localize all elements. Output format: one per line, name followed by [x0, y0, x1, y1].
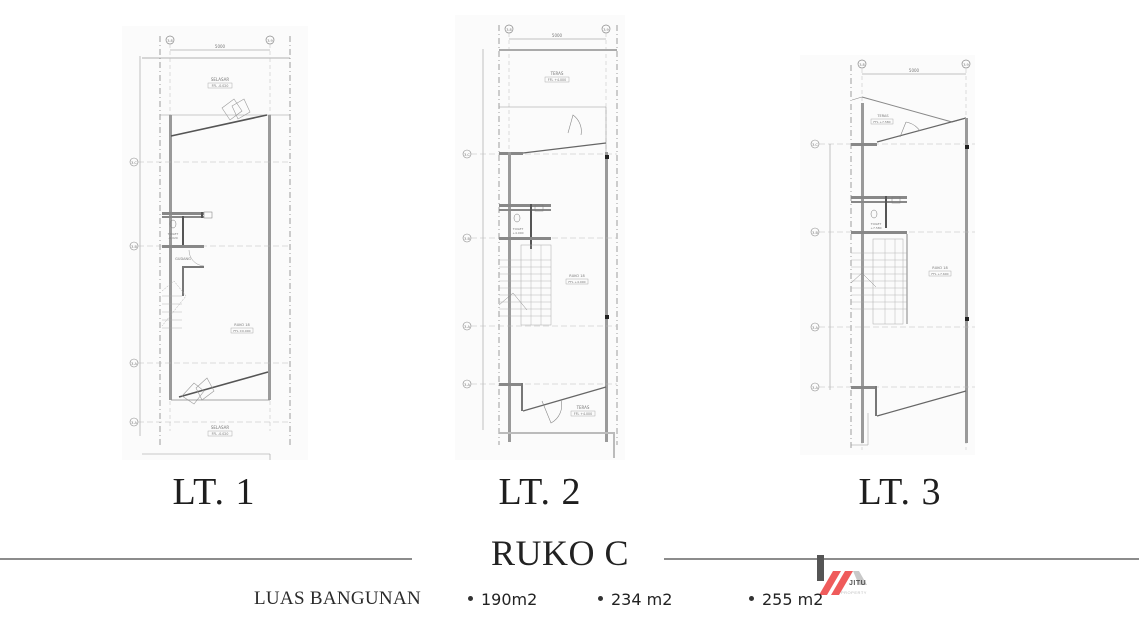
area-lt3: 255 m2 — [749, 590, 823, 609]
svg-text:3.C: 3.C — [812, 143, 818, 147]
floor-plan-lt1-drawing: 3.8 3.9 5000 SELASAR FFL -0.020 3.C — [129, 35, 291, 460]
floor-plan-lt2-drawing: 3.8 3.9 5000 TERAS FFL +4.000 3.C TOILET… — [462, 24, 618, 458]
svg-text:GUDANG: GUDANG — [175, 257, 191, 261]
svg-text:3.C: 3.C — [131, 161, 137, 165]
svg-text:3.A: 3.A — [464, 325, 470, 329]
bullet-icon — [598, 596, 603, 601]
divider-right — [664, 558, 1139, 560]
floor-plan-lt1: 3.8 3.9 5000 SELASAR FFL -0.020 3.C — [122, 26, 308, 460]
bullet-icon — [468, 596, 473, 601]
floor-label-lt2: LT. 2 — [498, 471, 582, 513]
floor-plan-lt3-drawing: 3.8 3.9 5000 TERAS FFL +7.580 3.C TOILET… — [810, 59, 975, 450]
svg-text:3.A: 3.A — [812, 386, 818, 390]
svg-text:FFL +4.000: FFL +4.000 — [548, 78, 566, 82]
page-title: RUKO C — [490, 533, 630, 573]
svg-text:3.C: 3.C — [464, 153, 470, 157]
svg-text:3.8: 3.8 — [506, 28, 512, 32]
area-lt2-value: 234 m2 — [611, 590, 673, 609]
logo-mark-icon — [817, 555, 867, 595]
svg-text:-0.020: -0.020 — [168, 236, 178, 240]
divider-left — [0, 558, 412, 560]
svg-text:5000: 5000 — [552, 33, 563, 38]
svg-text:FFL -0.020: FFL -0.020 — [212, 84, 229, 88]
svg-text:RUKO 18: RUKO 18 — [234, 323, 249, 327]
svg-text:3.A: 3.A — [464, 383, 470, 387]
svg-text:FFL -0.020: FFL -0.020 — [212, 432, 229, 436]
bullet-icon — [749, 596, 754, 601]
floor-label-lt1: LT. 1 — [172, 471, 256, 513]
svg-text:+4.000: +4.000 — [512, 231, 523, 235]
floor-plan-lt2: 3.8 3.9 5000 TERAS FFL +4.000 3.C TOILET… — [455, 15, 625, 460]
area-lt2: 234 m2 — [598, 590, 672, 609]
area-lt1-value: 190m2 — [481, 590, 538, 609]
svg-text:FFL +7.580: FFL +7.580 — [873, 120, 890, 124]
area-label: LUAS BANGUNAN — [254, 588, 421, 609]
svg-text:SELASAR: SELASAR — [211, 425, 229, 430]
svg-text:3.B: 3.B — [812, 231, 818, 235]
svg-text:TOILET: TOILET — [512, 227, 524, 231]
svg-text:RUKO 18: RUKO 18 — [932, 266, 947, 270]
svg-text:+7.580: +7.580 — [870, 226, 881, 230]
svg-text:FFL +4.000: FFL +4.000 — [568, 280, 585, 284]
svg-text:3.8: 3.8 — [859, 63, 865, 67]
svg-text:FFL +7.600: FFL +7.600 — [931, 272, 948, 276]
svg-text:3.A: 3.A — [131, 362, 137, 366]
grid-label: 3.8 — [167, 39, 173, 43]
svg-text:TERAS: TERAS — [576, 405, 590, 410]
floor-label-lt3: LT. 3 — [858, 471, 942, 513]
area-lt3-value: 255 m2 — [762, 590, 824, 609]
floor-plan-lt3: 3.8 3.9 5000 TERAS FFL +7.580 3.C TOILET… — [800, 55, 975, 455]
svg-text:3.B: 3.B — [464, 237, 470, 241]
svg-text:FFL ±0.000: FFL ±0.000 — [233, 329, 250, 333]
logo-text: JITU — [849, 580, 867, 587]
svg-text:RUKO 18: RUKO 18 — [569, 274, 584, 278]
svg-text:3.9: 3.9 — [603, 28, 609, 32]
svg-text:TOILET: TOILET — [870, 222, 882, 226]
svg-text:TERAS: TERAS — [550, 71, 564, 76]
svg-text:5000: 5000 — [215, 44, 226, 49]
svg-text:3.9: 3.9 — [963, 63, 969, 67]
svg-text:SELASAR: SELASAR — [211, 77, 229, 82]
area-lt1: 190m2 — [468, 590, 537, 609]
svg-text:3.9: 3.9 — [267, 39, 273, 43]
svg-text:3.A: 3.A — [131, 421, 137, 425]
svg-text:TERAS: TERAS — [876, 114, 889, 118]
svg-text:5000: 5000 — [909, 68, 920, 73]
svg-text:FFL +4.000: FFL +4.000 — [574, 412, 592, 416]
logo-subtext: PROPERTY — [841, 590, 867, 595]
jitu-property-logo — [815, 555, 875, 597]
svg-text:3.B: 3.B — [131, 245, 137, 249]
svg-text:TOILET: TOILET — [167, 232, 179, 236]
svg-text:3.A: 3.A — [812, 326, 818, 330]
